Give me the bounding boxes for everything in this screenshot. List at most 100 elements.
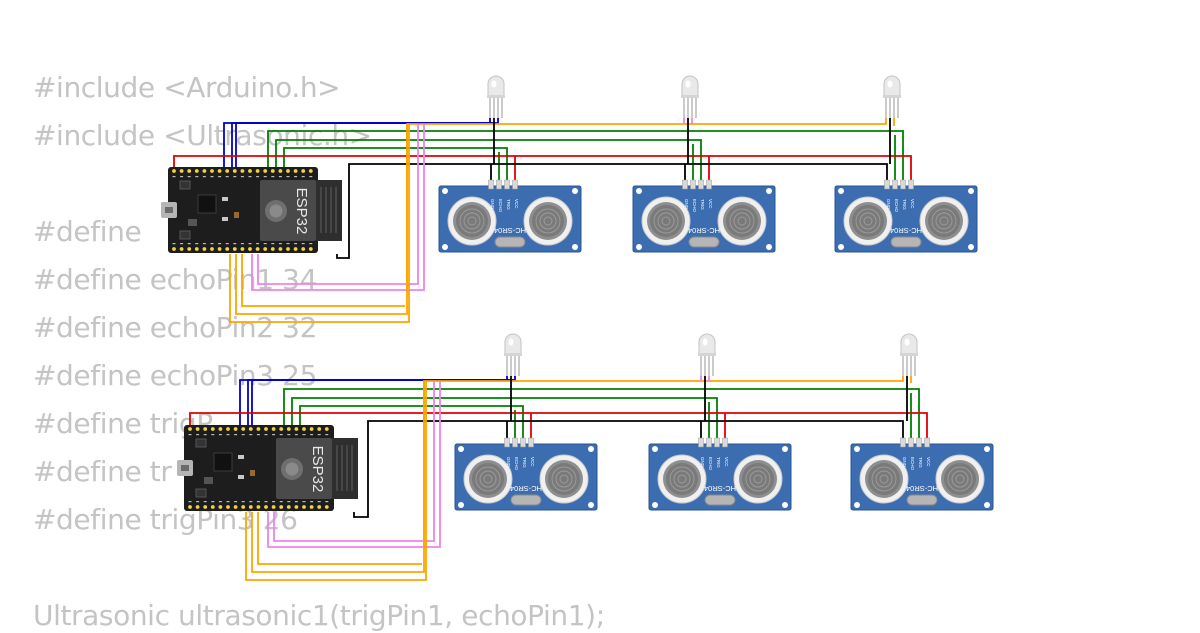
esp32-pin[interactable] <box>248 169 252 173</box>
sensor-header-pin[interactable] <box>924 437 930 448</box>
sensor-header-pin[interactable] <box>690 179 696 190</box>
esp32-pin[interactable] <box>179 247 184 251</box>
boot-button[interactable] <box>195 438 207 448</box>
esp32-pin[interactable] <box>324 505 329 509</box>
sensor-header-pin[interactable] <box>488 179 494 190</box>
sensor-header-pin[interactable] <box>528 437 534 448</box>
esp32-pin[interactable] <box>278 247 283 251</box>
esp32-pin[interactable] <box>301 247 306 251</box>
esp32-pin[interactable] <box>217 169 222 173</box>
esp32-pin[interactable] <box>309 427 314 431</box>
esp32-pin[interactable] <box>255 247 260 251</box>
vcc-wire[interactable] <box>173 155 912 180</box>
echo-wire[interactable] <box>245 381 427 581</box>
echo-wire[interactable] <box>241 254 405 307</box>
echo-wire[interactable] <box>229 124 410 323</box>
esp32-pin[interactable] <box>248 505 253 509</box>
sensor-header-pin[interactable] <box>496 179 502 190</box>
esp32-pin[interactable] <box>217 247 222 251</box>
esp32-pin[interactable] <box>241 505 246 509</box>
esp32-pin[interactable] <box>279 427 284 431</box>
esp32-pin[interactable] <box>263 247 268 251</box>
sensor-header-pin[interactable] <box>722 437 728 448</box>
esp32-pin[interactable] <box>256 505 261 509</box>
esp32-pin[interactable] <box>279 505 284 509</box>
esp32-pin[interactable] <box>210 505 215 509</box>
rgb-led[interactable] <box>900 333 918 376</box>
sensor-header-pin[interactable] <box>900 179 906 190</box>
esp32-pin[interactable] <box>286 247 290 251</box>
trig-wire[interactable] <box>291 397 718 438</box>
sensor-header-pin[interactable] <box>520 437 526 448</box>
esp32-pin[interactable] <box>179 169 184 173</box>
esp32-pin[interactable] <box>301 169 306 173</box>
esp32-pin[interactable] <box>317 505 322 509</box>
led-wire-pink[interactable] <box>267 381 441 548</box>
sensor-header-pin[interactable] <box>884 179 890 190</box>
sensor-header-pin[interactable] <box>714 437 720 448</box>
esp32-pin[interactable] <box>218 505 223 509</box>
esp32-pin[interactable] <box>264 505 268 509</box>
esp32-pin[interactable] <box>194 169 199 173</box>
esp32-pin[interactable] <box>286 505 291 509</box>
esp32-pin[interactable] <box>302 427 306 431</box>
esp32-pin[interactable] <box>271 505 276 509</box>
esp32-pin[interactable] <box>248 427 253 431</box>
esp32-pin[interactable] <box>324 427 329 431</box>
esp32-pin[interactable] <box>172 169 176 173</box>
esp32-pin[interactable] <box>210 169 214 173</box>
sensor-header-pin[interactable] <box>706 437 712 448</box>
esp32-pin[interactable] <box>225 247 230 251</box>
esp32-pin[interactable] <box>308 247 313 251</box>
esp32-pin[interactable] <box>270 169 275 173</box>
esp32-pin[interactable] <box>203 505 208 509</box>
esp32-pin[interactable] <box>225 169 230 173</box>
esp32-pin[interactable] <box>218 427 223 431</box>
rgb-led[interactable] <box>504 333 522 376</box>
echo-wire[interactable] <box>235 124 408 315</box>
sensor-header-pin[interactable] <box>682 179 688 190</box>
esp32-pin[interactable] <box>286 169 290 173</box>
components[interactable]: ESP32ESP32HC-SR04VCCTRIGECHOGNDHC-SR04VC… <box>161 75 994 511</box>
led-wire-blue[interactable] <box>231 118 491 170</box>
led-wire-pink[interactable] <box>257 124 419 285</box>
reset-button[interactable] <box>195 488 207 498</box>
esp32-pin[interactable] <box>294 505 299 509</box>
sensor-header-pin[interactable] <box>698 179 704 190</box>
esp32-pin[interactable] <box>270 247 275 251</box>
esp32-pin[interactable] <box>308 169 313 173</box>
sensor-header-pin[interactable] <box>908 179 914 190</box>
sensor-header-pin[interactable] <box>908 437 914 448</box>
reset-button[interactable] <box>179 230 191 240</box>
esp32-pin[interactable] <box>188 427 192 431</box>
esp32-pin[interactable] <box>286 427 291 431</box>
vcc-wire[interactable] <box>189 412 928 438</box>
sensor-header-pin[interactable] <box>698 437 704 448</box>
esp32-pin[interactable] <box>187 169 192 173</box>
gnd-wire[interactable] <box>353 420 904 518</box>
esp32-pin[interactable] <box>172 247 176 251</box>
esp32-pin[interactable] <box>233 427 238 431</box>
sensor-header-pin[interactable] <box>504 437 510 448</box>
esp32-pin[interactable] <box>317 427 322 431</box>
boot-button[interactable] <box>179 180 191 190</box>
rgb-led[interactable] <box>698 333 716 376</box>
sensor-header-pin[interactable] <box>512 179 518 190</box>
esp32-pin[interactable] <box>293 247 298 251</box>
esp32-pin[interactable] <box>302 505 306 509</box>
esp32-pin[interactable] <box>240 247 245 251</box>
esp32-pin[interactable] <box>202 247 207 251</box>
esp32-pin[interactable] <box>309 505 314 509</box>
esp32-pin[interactable] <box>210 427 215 431</box>
led-wire-pink[interactable] <box>273 381 435 542</box>
esp32-pin[interactable] <box>187 247 192 251</box>
esp32-pin[interactable] <box>232 169 237 173</box>
esp32-board[interactable]: ESP32 <box>177 425 358 511</box>
esp32-pin[interactable] <box>195 505 200 509</box>
rgb-led[interactable] <box>883 75 901 118</box>
